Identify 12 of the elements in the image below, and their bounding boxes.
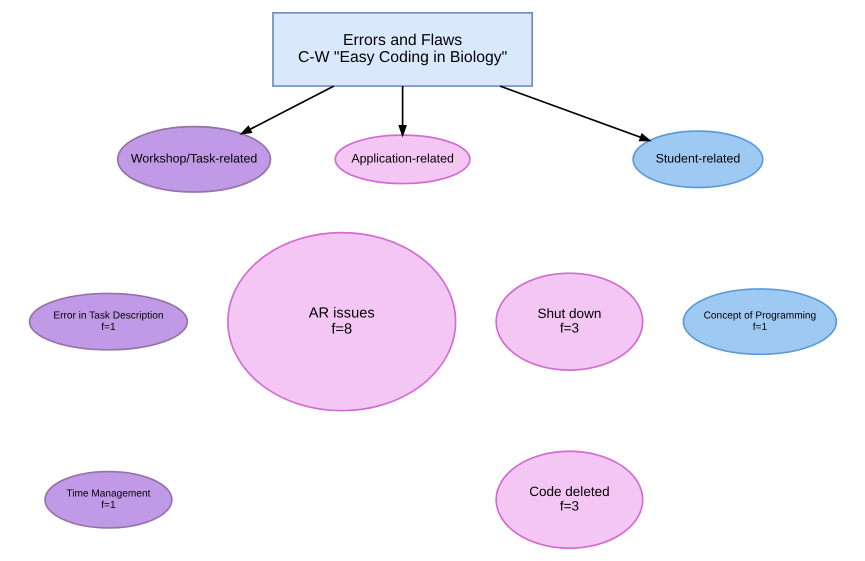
- node-ellipse: Shut down f=3: [494, 272, 644, 371]
- node-ellipse: Student-related: [632, 130, 764, 188]
- node-ellipse: Error in Task Description f=1: [28, 292, 188, 351]
- node-ellipse: Code deleted f=3: [494, 450, 644, 550]
- node-box: Errors and Flaws C-W "Easy Coding in Biology": [272, 12, 533, 87]
- node-ellipse: AR issues f=8: [226, 232, 456, 412]
- node-ellipse: Concept of Programming f=1: [682, 288, 837, 356]
- arrow: [499, 85, 652, 142]
- arrow: [239, 85, 334, 135]
- node-ellipse: Application-related: [334, 134, 470, 184]
- node-ellipse: Time Management f=1: [44, 470, 172, 529]
- arrow: [398, 86, 406, 138]
